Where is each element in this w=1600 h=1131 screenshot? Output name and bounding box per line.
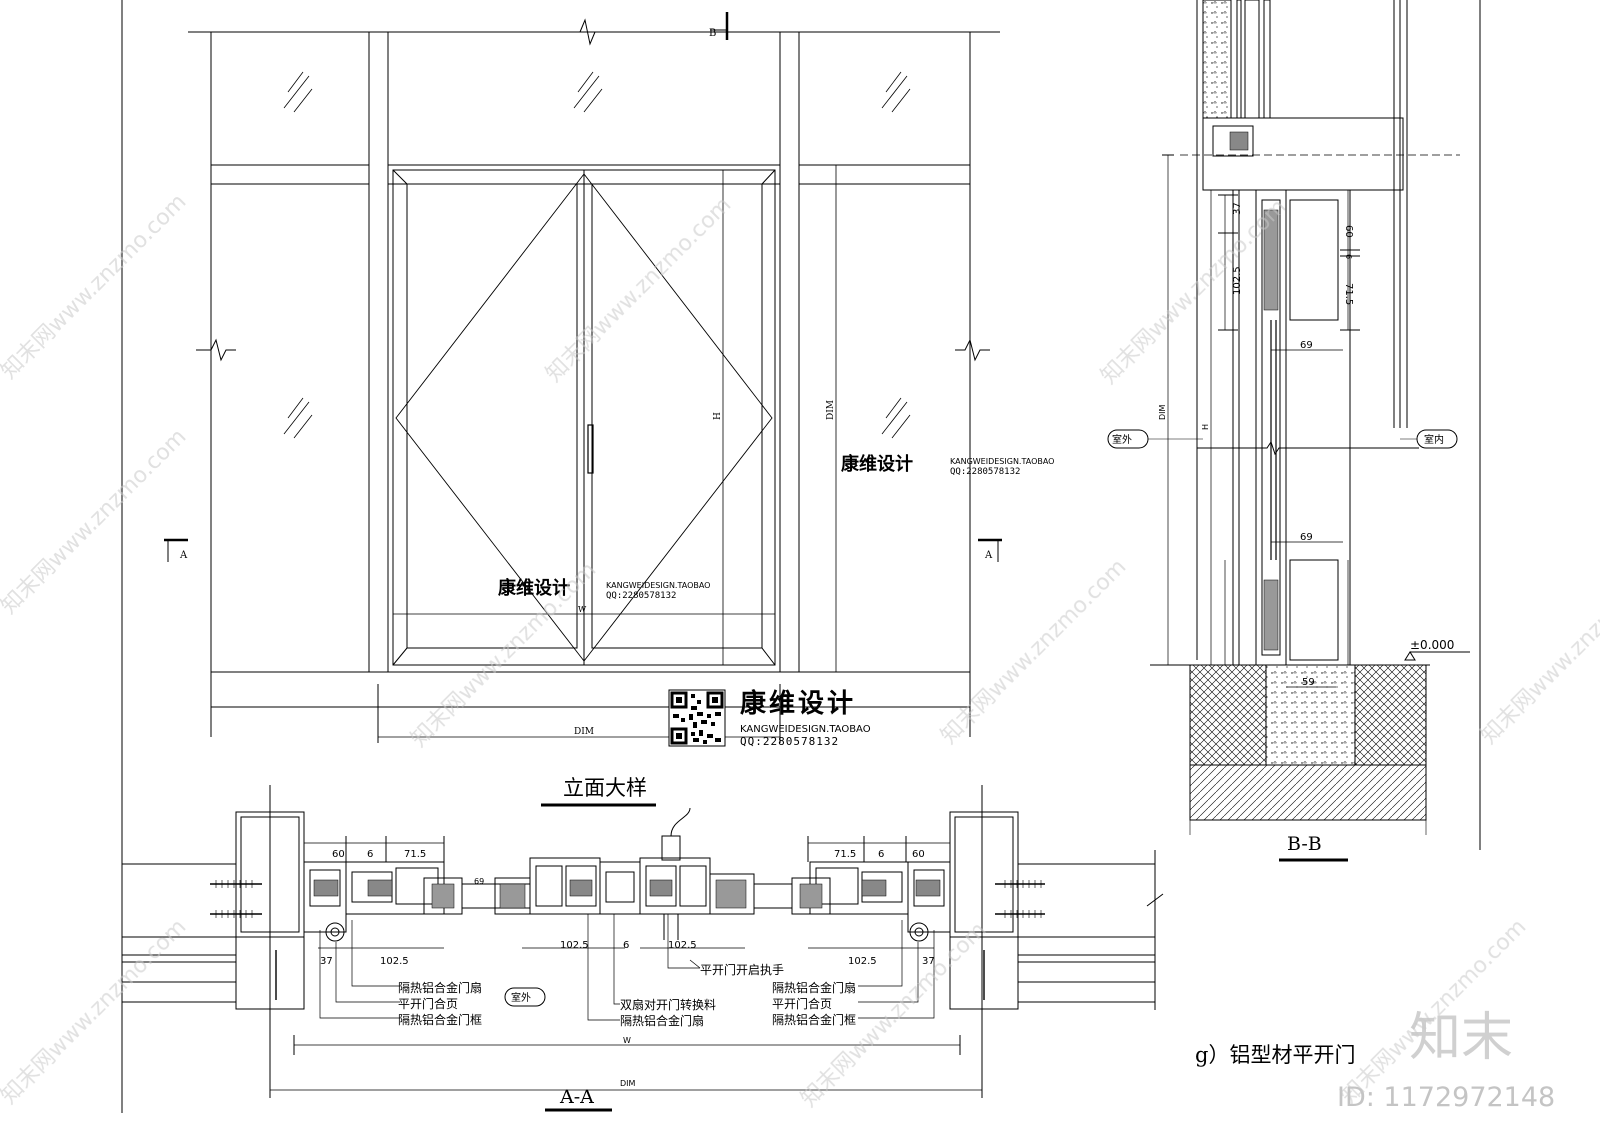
aa-label-right-2: 隔热铝合金门框 <box>772 1012 856 1027</box>
bb-room-outside: 室外 <box>1112 433 1132 446</box>
brand-site-main: KANGWEIDESIGN.TAOBAO <box>740 724 871 735</box>
bb-dim-dim: DIM <box>1158 404 1167 420</box>
aa-dim-69: 69 <box>474 877 484 886</box>
aa-label-left-1: 平开门合页 <box>398 996 458 1011</box>
section-aa-callouts: 隔热铝合金门扇 平开门合页 隔热铝合金门框 隔热铝合金门扇 平开门合页 隔热铝合… <box>398 962 856 1028</box>
section-bb-title: B-B <box>1287 833 1322 855</box>
bb-room-inside: 室内 <box>1424 433 1444 446</box>
elevation-title: 立面大样 <box>563 776 647 800</box>
aa-dim-37-right: 37 <box>922 956 935 967</box>
elevation-dim-bottom: DIM <box>574 727 594 737</box>
aa-dim-1025-d: 102.5 <box>848 956 877 967</box>
aa-label-left-0: 隔热铝合金门扇 <box>398 980 482 995</box>
section-aa-labels: 60 6 71.5 71.5 6 60 37 102.5 102.5 6 102… <box>320 849 935 1088</box>
brand-name-3: 康维设计 <box>841 453 913 475</box>
section-bb-labels: 室外 室内 ±0.000 37 102.5 60 6 71.5 69 69 59… <box>1112 202 1454 688</box>
brand-site-3: KANGWEIDESIGN.TAOBAO <box>950 457 1054 466</box>
elevation-view <box>164 12 1002 743</box>
section-aa-title: A-A <box>559 1086 594 1108</box>
section-mark-b: B <box>709 28 716 39</box>
aa-dim-37-left: 37 <box>320 956 333 967</box>
brand-qq-2: QQ:2280578132 <box>606 591 676 601</box>
section-mark-a-left: A <box>179 550 188 561</box>
brand-qq-main: QQ:2280578132 <box>740 735 839 748</box>
aa-dim-left-0: 60 <box>332 849 345 860</box>
image-id: ID: 1172972148 <box>1337 1082 1555 1113</box>
elevation-dim-h: H <box>713 412 723 420</box>
bb-dim-37: 37 <box>1232 202 1243 215</box>
brand-name-2: 康维设计 <box>498 577 570 599</box>
aa-label-right-1: 平开门合页 <box>772 996 832 1011</box>
aa-label-double-leaf: 双扇对开门转换料 <box>620 997 716 1012</box>
bb-dim-69-bottom: 69 <box>1300 532 1313 543</box>
bb-dim-h: H <box>1201 424 1210 430</box>
bb-dim-6: 6 <box>1344 254 1353 259</box>
section-aa-view <box>122 785 1164 1098</box>
aa-dim-1025-b: 102.5 <box>560 940 589 951</box>
aa-dim-left-1: 6 <box>367 849 373 860</box>
aa-dim-w: W <box>623 1036 631 1045</box>
aa-dim-left-2: 71.5 <box>404 849 426 860</box>
aa-label-left-2: 隔热铝合金门框 <box>398 1012 482 1027</box>
upper-wall-fill <box>1203 0 1231 118</box>
section-mark-a-right: A <box>984 550 993 561</box>
aa-room-outside: 室外 <box>511 991 531 1004</box>
sheet-frame <box>121 0 1481 1113</box>
aa-dim-right-2: 60 <box>912 849 925 860</box>
aa-label-leaf-center: 隔热铝合金门扇 <box>620 1013 704 1028</box>
aa-dim-dim: DIM <box>620 1079 636 1088</box>
bb-dim-69-top: 69 <box>1300 340 1313 351</box>
floor-concrete <box>1266 665 1355 765</box>
qr-code <box>668 689 726 747</box>
elevation-dim-w: W <box>578 605 587 614</box>
bb-dim-59: 59 <box>1302 677 1315 688</box>
brand-logo: 知末 <box>1409 1008 1513 1068</box>
aa-dim-right-1: 6 <box>878 849 884 860</box>
bb-dim-715: 71.5 <box>1343 283 1354 305</box>
floor-cross-hatch-right <box>1355 665 1426 765</box>
bb-dim-60: 60 <box>1343 225 1354 238</box>
floor-base-hatch <box>1190 765 1426 820</box>
elevation-dim-right: DIM <box>826 400 836 420</box>
brand-name-main: 康维设计 <box>740 688 856 719</box>
aa-dim-1025-a: 102.5 <box>380 956 409 967</box>
aa-dim-6: 6 <box>623 940 629 951</box>
aa-dim-1025-c: 102.5 <box>668 940 697 951</box>
aa-label-handle: 平开门开启执手 <box>700 962 784 977</box>
brand-qq-3: QQ:2280578132 <box>950 467 1020 477</box>
bb-dim-1025: 102.5 <box>1232 266 1243 295</box>
brand-site-2: KANGWEIDESIGN.TAOBAO <box>606 581 710 590</box>
drawing-title: g）铝型材平开门 <box>1195 1043 1355 1067</box>
floor-cross-hatch-left <box>1190 665 1266 765</box>
aa-label-right-0: 隔热铝合金门扇 <box>772 980 856 995</box>
bb-level: ±0.000 <box>1410 638 1454 652</box>
aa-dim-right-0: 71.5 <box>834 849 856 860</box>
